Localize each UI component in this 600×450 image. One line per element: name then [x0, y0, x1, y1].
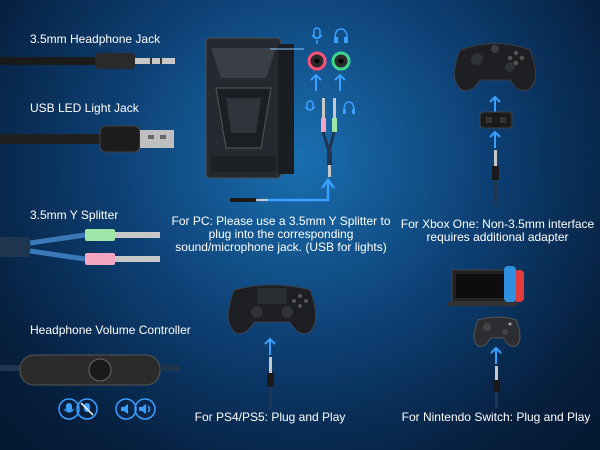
volume-up-icon [134, 398, 156, 420]
label-usb-led-jack: USB LED Light Jack [30, 101, 139, 115]
up-arrow-icon [264, 337, 276, 355]
audio-plug-image [493, 366, 500, 408]
volume-controller-image [0, 354, 180, 386]
audio-plug-image [267, 357, 274, 409]
pc-tower-image [205, 37, 294, 179]
switch-console-image [448, 266, 524, 306]
cable-image [230, 198, 268, 202]
xbox-controller-image [454, 43, 536, 91]
headphone-jack-image [0, 53, 175, 69]
up-arrow-icon [489, 95, 501, 113]
caption-pc: For PC: Please use a 3.5mm Y Splitter to… [171, 214, 391, 254]
mic-port-icon [307, 51, 327, 71]
connector-line [270, 48, 304, 50]
caption-xbox: For Xbox One: Non-3.5mm interface requir… [400, 217, 595, 244]
headphone-icon [334, 28, 348, 43]
headphone-port-icon [331, 51, 351, 71]
up-arrow-icon [310, 73, 322, 91]
xbox-adapter-image [479, 111, 513, 129]
up-arrow-icon [490, 346, 502, 364]
up-arrow-icon [334, 73, 346, 91]
y-splitter-plug-image [321, 98, 337, 177]
volume-down-icon [115, 398, 137, 420]
label-y-splitter: 3.5mm Y Splitter [30, 208, 119, 222]
up-arrow-icon [489, 130, 501, 148]
label-volume-controller: Headphone Volume Controller [30, 323, 191, 337]
usb-plug-image [0, 125, 174, 153]
elbow-arrow [260, 177, 335, 202]
mute-mic-icon [76, 398, 98, 420]
caption-switch: For Nintendo Switch: Plug and Play [401, 410, 591, 424]
headphone-icon [343, 101, 355, 114]
microphone-icon [58, 398, 80, 420]
y-splitter-image [0, 229, 160, 265]
label-headphone-jack: 3.5mm Headphone Jack [30, 32, 161, 46]
caption-ps: For PS4/PS5: Plug and Play [194, 410, 346, 424]
ps-controller-image [228, 284, 316, 334]
microphone-icon [304, 100, 316, 111]
switch-pro-controller-image [473, 316, 521, 347]
audio-plug-image [492, 150, 499, 206]
microphone-icon [311, 27, 323, 44]
